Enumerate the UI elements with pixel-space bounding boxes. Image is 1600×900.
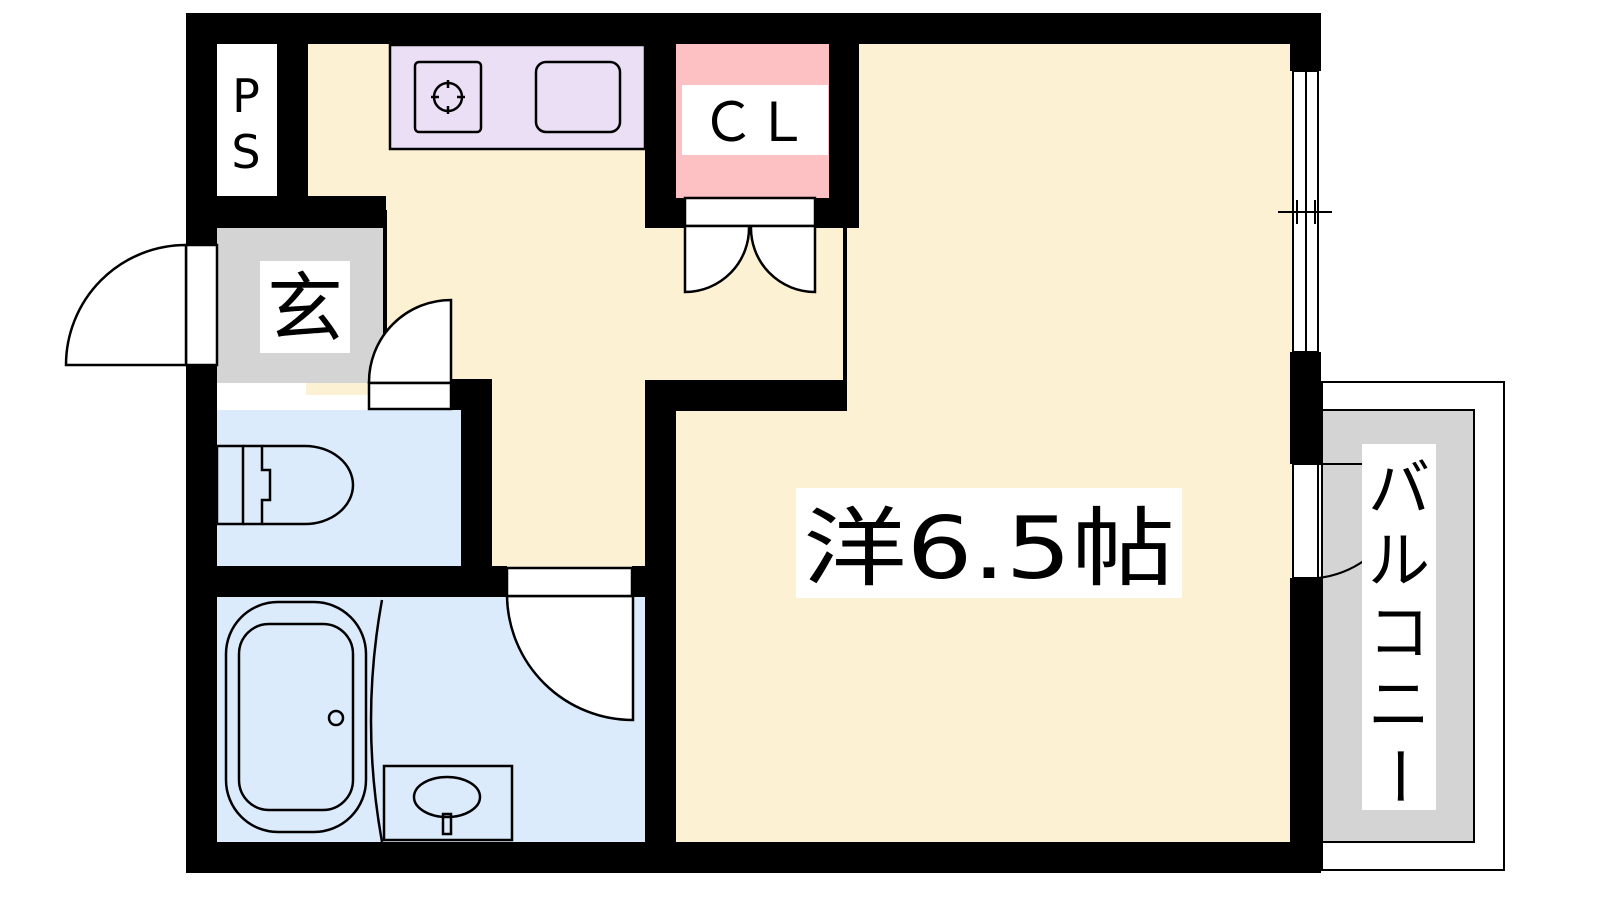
toilet-door: [367, 298, 453, 385]
wall-central: [645, 380, 676, 860]
labels: P S ＣＬ 玄 洋6.5帖 バ ル コ ニ ー: [231, 69, 1436, 810]
entrance-door: [64, 243, 188, 367]
wall-toilet-right: [461, 379, 492, 569]
doors: [64, 196, 817, 722]
bath-door: [505, 594, 635, 722]
ps-label-line2: S: [231, 125, 260, 179]
wall-closet-right: [829, 43, 859, 228]
wall-top: [186, 13, 1321, 44]
ps-floor: [217, 43, 279, 200]
window-balcony-door: [1292, 463, 1319, 579]
kitchen-sink: [534, 60, 622, 134]
closet-door-frame: [683, 196, 817, 228]
burner-icon: [431, 80, 465, 114]
ps-label-line1: P: [232, 69, 260, 123]
western-room-label: 洋6.5帖: [803, 499, 1175, 599]
stove: [413, 60, 483, 134]
entrance-label: 玄: [267, 264, 343, 353]
wall-toilet-bottom: [186, 566, 507, 597]
wall-bath-top-right: [632, 566, 647, 597]
wall-right-mid: [1290, 352, 1321, 464]
wall-right-upper: [1290, 13, 1321, 71]
entrance-door-frame: [184, 243, 219, 367]
bath-curtain: [369, 599, 384, 843]
hallway-floor: [490, 380, 650, 572]
balcony-char-5: ー: [1362, 745, 1435, 807]
wall-ps-bottom: [186, 196, 386, 228]
kitchen-counter: [388, 43, 647, 151]
wall-closet-left: [645, 43, 676, 228]
closet-label: ＣＬ: [701, 91, 809, 154]
balcony-char-1: バ: [1368, 452, 1430, 525]
wall-ps-right: [277, 43, 308, 200]
balcony-char-4: ニ: [1368, 668, 1430, 741]
wall-closet-bottom-left: [645, 198, 685, 228]
toilet-icon: [215, 444, 355, 526]
windows: [1278, 70, 1366, 579]
toilet-floor: [217, 410, 463, 568]
wall-bottom: [186, 842, 1321, 873]
wall-left-lower: [186, 365, 217, 873]
balcony-char-2: ル: [1368, 524, 1430, 597]
closet-door-right: [749, 224, 817, 294]
wall-central-top: [645, 380, 845, 411]
closet-door-left: [683, 224, 751, 294]
washbasin-icon: [382, 764, 514, 842]
balcony-char-3: コ: [1368, 596, 1430, 669]
wall-entrance-right: [383, 210, 387, 385]
wall-room-divider: [843, 225, 847, 411]
wall-right-lower: [1290, 578, 1321, 873]
bathtub-icon: [224, 600, 368, 834]
fixtures: [215, 43, 647, 843]
wall-closet-bottom-right: [815, 198, 859, 228]
